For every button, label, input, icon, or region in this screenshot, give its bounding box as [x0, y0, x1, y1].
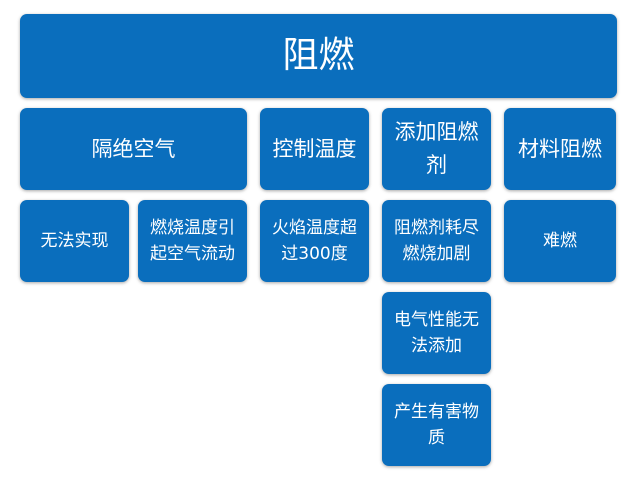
- root-node: 阻燃: [20, 14, 617, 98]
- child-node: 难燃: [504, 200, 616, 282]
- child-label: 无法实现: [40, 230, 109, 251]
- child-label: 燃烧温度引起空气流动: [150, 217, 235, 264]
- category-label: 材料阻燃: [518, 136, 602, 161]
- child-node: 阻燃剂耗尽燃烧加剧: [382, 200, 491, 282]
- root-label: 阻燃: [282, 35, 355, 77]
- child-node: 无法实现: [20, 200, 129, 282]
- category-label: 隔绝空气: [91, 136, 176, 161]
- child-node: 火焰温度超过300度: [260, 200, 369, 282]
- child-label: 火焰温度超过300度: [272, 217, 357, 264]
- category-control-temperature: 控制温度: [260, 108, 369, 190]
- category-label: 控制温度: [272, 136, 357, 161]
- child-label: 电气性能无法添加: [394, 309, 479, 356]
- child-node: 产生有害物质: [382, 384, 491, 466]
- category-isolate-air: 隔绝空气: [20, 108, 247, 190]
- category-label: 添加阻燃剂: [394, 120, 479, 177]
- category-add-retardant: 添加阻燃剂: [382, 108, 491, 190]
- child-label: 产生有害物质: [394, 401, 479, 448]
- category-material-retardant: 材料阻燃: [504, 108, 616, 190]
- child-label: 难燃: [543, 230, 577, 251]
- child-node: 燃烧温度引起空气流动: [138, 200, 247, 282]
- child-label: 阻燃剂耗尽燃烧加剧: [394, 217, 479, 264]
- child-node: 电气性能无法添加: [382, 292, 491, 374]
